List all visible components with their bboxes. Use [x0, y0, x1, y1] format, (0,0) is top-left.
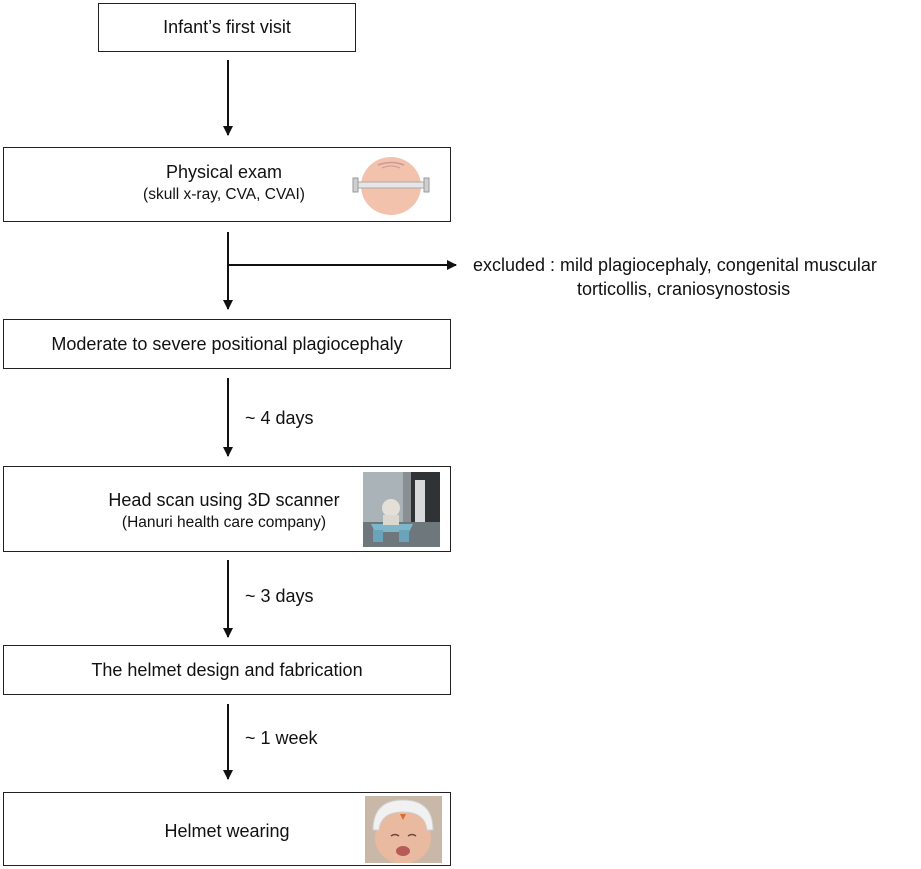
moderate-severe-box: Moderate to severe positional plagioceph… [3, 319, 451, 369]
skull-head-illustration [348, 156, 438, 216]
head-scan-detail: (Hanuri health care company) [121, 514, 327, 531]
helmet-wearing-label: Helmet wearing [164, 821, 290, 841]
helmet-wearing-box: Helmet wearing [3, 792, 451, 866]
physical-exam-detail: (skull x-ray, CVA, CVAI) [143, 186, 305, 203]
infant-helmet-photo [365, 796, 442, 863]
helmet-design-box: The helmet design and fabrication [3, 645, 451, 695]
3d-scanner-photo [363, 472, 440, 547]
first-visit-box: Infant’s first visit [98, 3, 356, 52]
helmet-design-label: The helmet design and fabrication [91, 660, 363, 680]
moderate-severe-label: Moderate to severe positional plagioceph… [51, 334, 403, 354]
physical-exam-label: Physical exam [165, 162, 283, 182]
excluded-criteria-line-2: torticollis, craniosynostosis [577, 279, 791, 299]
interval-4-days: ~ 4 days [245, 408, 314, 428]
head-scan-label: Head scan using 3D scanner [108, 490, 340, 510]
excluded-criteria-line-1: excluded : mild plagiocephaly, congenita… [473, 255, 877, 275]
head-scan-box: Head scan using 3D scanner (Hanuri healt… [3, 466, 451, 552]
interval-1-week: ~ 1 week [245, 728, 318, 748]
physical-exam-box: Physical exam (skull x-ray, CVA, CVAI) [3, 147, 451, 222]
first-visit-label: Infant’s first visit [163, 17, 291, 37]
interval-3-days: ~ 3 days [245, 586, 314, 606]
